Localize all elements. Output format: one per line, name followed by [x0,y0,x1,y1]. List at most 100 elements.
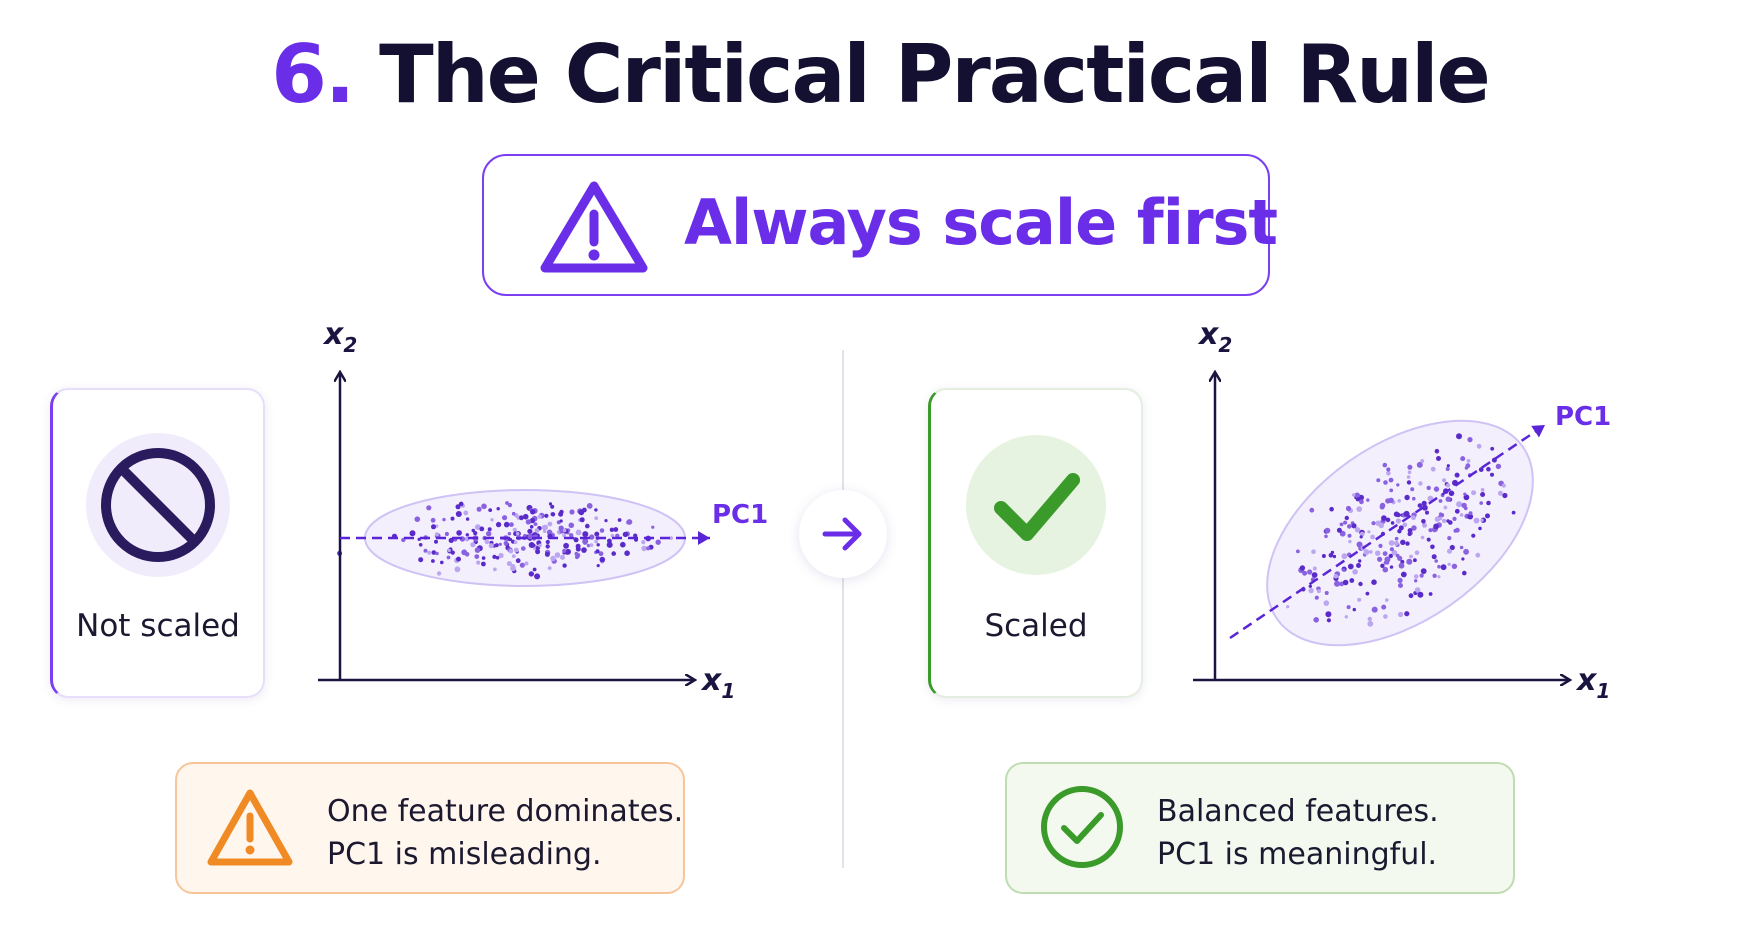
data-point [548,502,553,506]
data-point [550,512,556,517]
data-point [1336,527,1342,533]
data-point [481,503,487,510]
data-point [1354,527,1361,533]
meaningful-success-note: Balanced features. PC1 is meaningful. [1005,762,1515,894]
data-point [1391,550,1398,556]
data-point [579,517,585,523]
data-point [1352,607,1356,612]
data-point [1420,459,1425,463]
data-point [589,534,595,540]
data-point [582,531,589,538]
data-point [1365,591,1370,596]
data-point [430,517,436,523]
data-point [521,546,526,551]
data-point [1344,515,1349,521]
data-point [1490,472,1494,477]
data-point [1388,553,1393,559]
data-point [1339,530,1346,537]
data-point [1480,488,1485,492]
data-point [1381,604,1387,610]
data-point [442,517,446,522]
data-point [1382,462,1388,468]
data-point [596,564,600,568]
data-point [436,571,442,576]
data-point [470,542,476,548]
data-point [493,567,497,572]
data-point [1451,563,1458,569]
data-point [454,566,461,573]
data-point [1383,480,1388,485]
data-point [479,526,485,532]
data-point [1342,568,1346,572]
data-point [1381,515,1387,521]
data-point [1486,500,1491,506]
data-point [498,542,502,546]
data-point [487,527,492,532]
data-point [550,555,556,562]
data-point [488,543,494,549]
note-line-2: PC1 is meaningful. [1157,837,1438,872]
misleading-warning-note: One feature dominates. PC1 is misleading… [175,762,685,894]
data-point [1311,572,1318,578]
data-point [562,528,567,533]
data-point [519,562,525,568]
data-point [1441,518,1447,524]
data-point [544,513,549,518]
data-point [1359,531,1365,537]
page-title: 6. The Critical Practical Rule [0,28,1760,121]
data-point [1447,562,1451,566]
x-axis-label: x1 [1575,663,1610,703]
data-point [1308,584,1312,588]
data-point [418,543,423,547]
data-point [1434,559,1438,563]
data-point [1390,521,1395,525]
data-point [498,552,504,559]
data-point [511,554,516,558]
data-point [559,519,563,523]
data-point [513,547,519,553]
data-point [609,527,615,532]
data-point [513,540,518,545]
data-point [1452,516,1457,521]
y-axis-label: x2 [1197,317,1232,357]
always-scale-banner: Always scale first [482,154,1278,296]
data-point [530,509,536,515]
checkmark-icon [961,430,1111,584]
data-point [1347,524,1352,529]
data-point [427,550,432,555]
data-point [1344,615,1348,619]
data-point [1460,456,1466,462]
data-point [1316,589,1321,594]
scaled-card: Scaled [928,388,1143,698]
data-point [1386,471,1391,476]
data-point [1388,540,1395,546]
data-point [528,571,534,577]
data-point [1397,577,1403,583]
data-point [494,543,499,548]
note-line-1: Balanced features. [1157,794,1439,829]
data-point [1356,506,1362,512]
data-point [1447,548,1452,554]
data-point [1394,536,1399,541]
data-point [1367,620,1374,627]
data-point [578,509,585,516]
data-point [523,533,527,538]
data-point [1405,541,1410,546]
data-point [431,550,437,555]
data-point [1326,618,1331,623]
data-point [1329,506,1334,512]
data-point [1464,466,1469,470]
data-point [1466,459,1471,463]
data-point [1349,578,1355,583]
data-point [1461,557,1465,561]
data-point [515,531,520,536]
data-point [1404,611,1410,617]
data-point [1339,522,1344,527]
data-point [1430,466,1436,472]
data-point [1416,461,1423,468]
data-point [1479,501,1483,505]
data-point [1498,490,1503,496]
data-point [1409,554,1413,559]
data-point [1352,569,1358,575]
data-point [1379,504,1385,510]
